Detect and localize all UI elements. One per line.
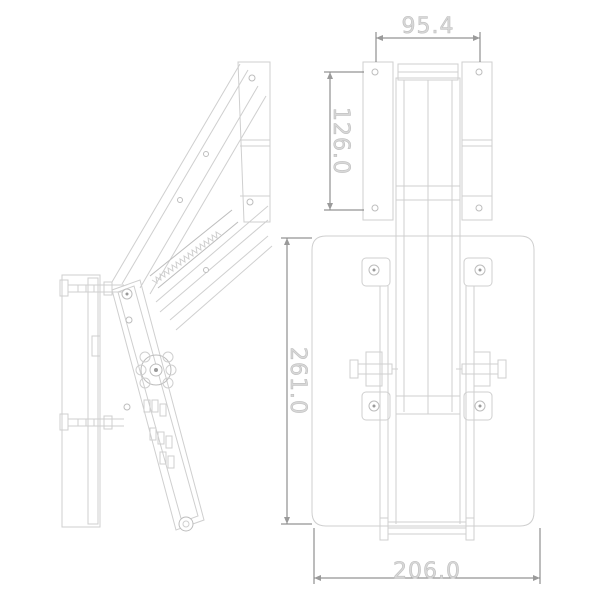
side-top-bracket xyxy=(237,61,271,223)
front-side-rails xyxy=(379,286,475,524)
dimension-top-width: 95.4 xyxy=(375,14,481,62)
side-wall-plate-inner xyxy=(87,277,99,525)
dimension-plate-width: 206.0 xyxy=(313,528,541,584)
front-bottom-pivot xyxy=(379,517,475,541)
side-pivot-bottom xyxy=(178,516,194,532)
dimension-top-width-label: 95.4 xyxy=(402,14,455,39)
side-upper-arm xyxy=(111,63,273,331)
side-bolt-lower xyxy=(59,413,124,431)
side-arm-slots xyxy=(143,399,175,469)
side-plate-tab xyxy=(91,335,101,357)
front-top-right-block xyxy=(461,61,493,221)
side-adjust-knob xyxy=(135,351,177,389)
front-back-plate xyxy=(311,235,535,527)
dimension-plate-height: 261.0 xyxy=(281,237,312,525)
dimension-plate-height-label: 261.0 xyxy=(285,347,310,415)
side-swing-arm xyxy=(111,279,205,531)
front-central-mast xyxy=(395,77,461,415)
dimension-plate-width-label: 206.0 xyxy=(393,559,461,584)
side-gas-spring xyxy=(149,209,239,289)
side-wall-plate xyxy=(61,274,101,528)
side-bolt-upper xyxy=(59,279,124,297)
dimension-bracket-height: 126.0 xyxy=(324,71,364,211)
front-top-left-block xyxy=(362,61,394,221)
front-clamp-left xyxy=(349,351,398,387)
dimension-bracket-height-label: 126.0 xyxy=(328,107,353,175)
front-clamp-right xyxy=(456,351,507,387)
side-view xyxy=(59,61,273,532)
front-mount-ears xyxy=(361,257,493,421)
front-view xyxy=(311,61,535,541)
